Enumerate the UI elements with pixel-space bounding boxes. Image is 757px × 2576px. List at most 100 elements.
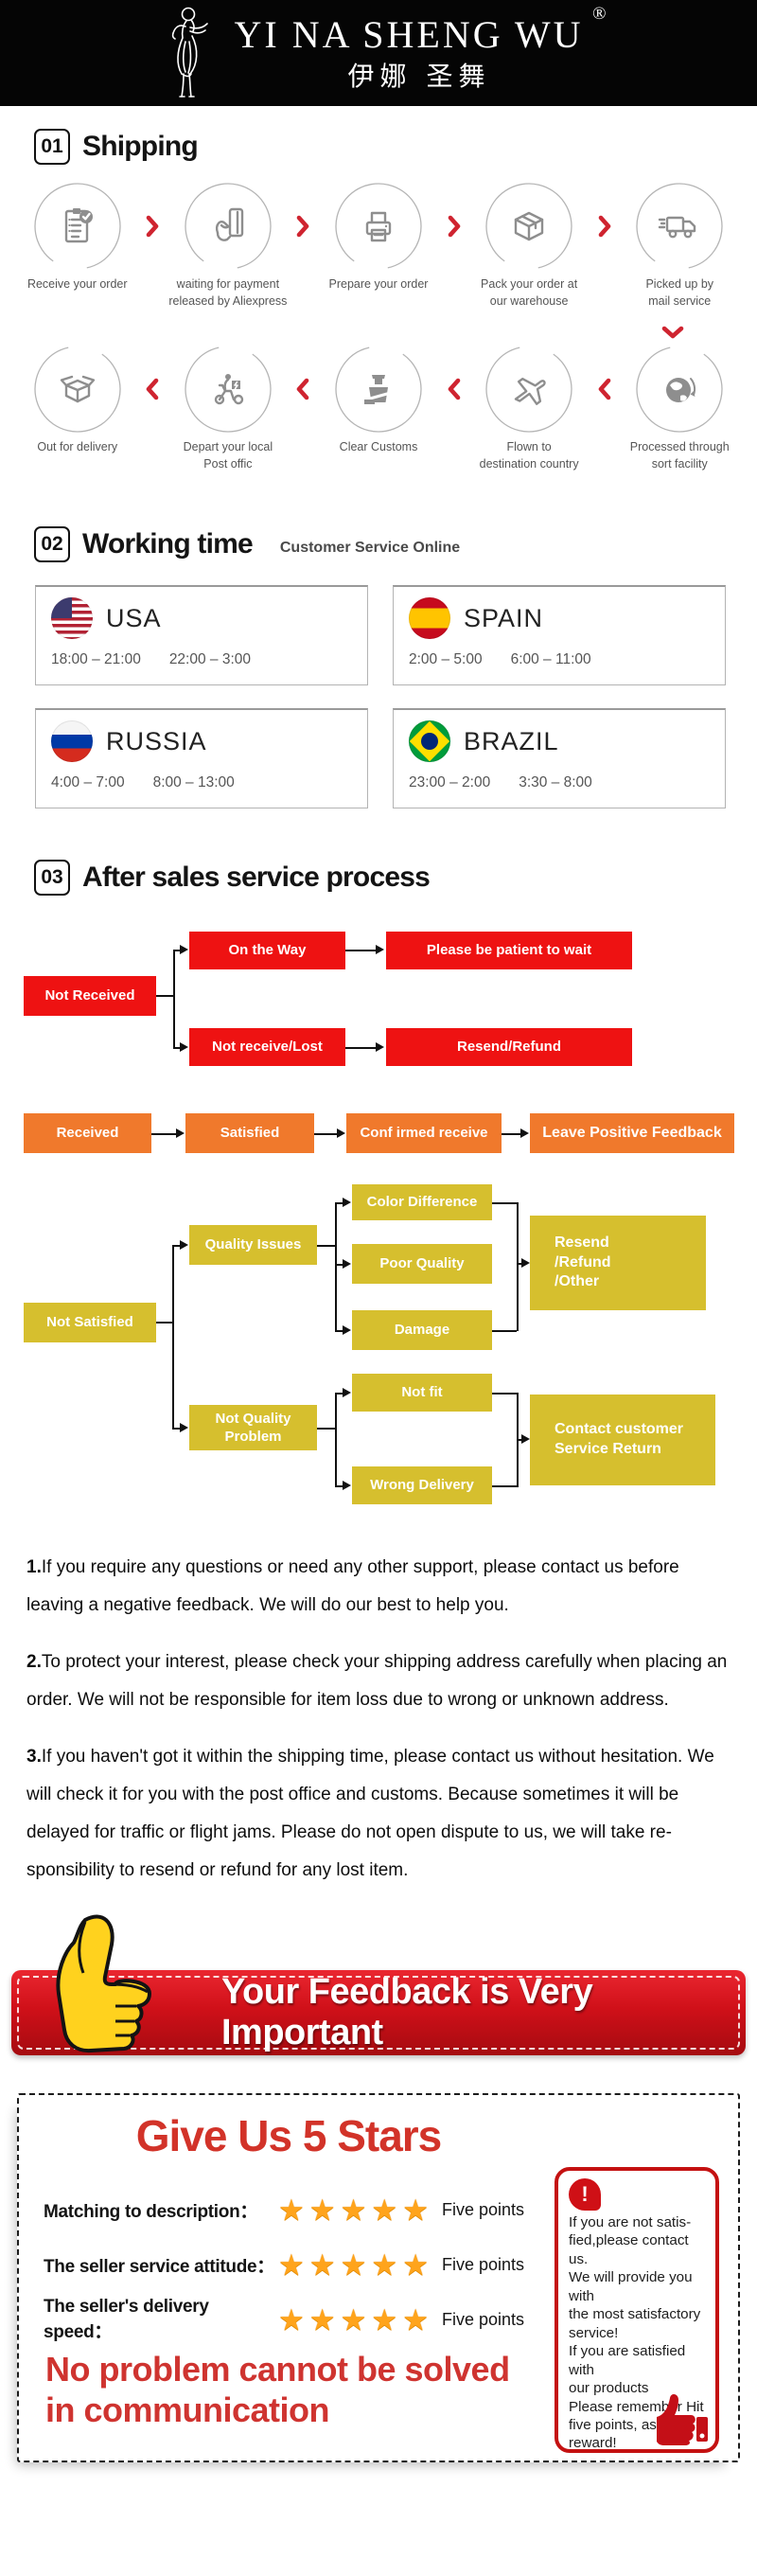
connector-line xyxy=(335,1202,337,1331)
connector-line xyxy=(173,1047,181,1049)
airplane-icon xyxy=(484,345,573,434)
order-checklist-icon xyxy=(33,182,122,271)
payment-card-icon xyxy=(184,182,273,271)
arrowhead xyxy=(343,1388,356,1397)
chevron-right-icon xyxy=(143,182,162,271)
flow-box-damage: Damage xyxy=(352,1310,492,1350)
banner-dashed-border xyxy=(17,1976,740,2050)
star-icon: ★ xyxy=(402,2193,429,2227)
package-box-icon xyxy=(484,182,573,271)
note-paragraph: 1.If you require any questions or need a… xyxy=(26,1557,679,1615)
rating-label: The seller service attitude： xyxy=(44,2256,274,2277)
feedback-banner: Your Feedback is Very Important xyxy=(0,1909,757,2074)
time-range: 2:00 – 5:00 xyxy=(409,651,483,667)
flow-box-not-quality-problem: Not Quality Problem xyxy=(189,1405,317,1450)
shipping-step: Prepare your order xyxy=(314,182,442,311)
time-range: 3:30 – 8:00 xyxy=(519,774,592,791)
shipping-section-heading: 01 Shipping xyxy=(0,125,757,169)
flow-box-received: Received xyxy=(24,1113,151,1153)
connector-line xyxy=(317,1245,335,1247)
flow-box-resend-refund: Resend/Refund xyxy=(386,1028,632,1066)
connector-line xyxy=(345,950,377,951)
connector-line xyxy=(335,1485,343,1487)
arrowhead xyxy=(180,1240,193,1250)
registered-mark: ® xyxy=(592,4,607,24)
flow-box-satisfied: Satisfied xyxy=(185,1113,314,1153)
country-name: RUSSIA xyxy=(106,726,207,755)
connector-line xyxy=(151,1133,177,1135)
star-icon: ★ xyxy=(278,2247,305,2282)
shipping-step: Out for delivery xyxy=(13,345,141,473)
star-icon: ★ xyxy=(371,2193,398,2227)
brand-name: YI NA SHENG WU® xyxy=(234,4,607,56)
connector-line xyxy=(492,1330,517,1332)
connector-line xyxy=(492,1202,517,1204)
working-time-section-heading: 02 Working time Customer Service Online xyxy=(0,523,757,566)
flow-box-contact-customer-service: Contact customer Service Return xyxy=(530,1395,715,1485)
time-range: 23:00 – 2:00 xyxy=(409,774,491,791)
note-paragraph: 2.To protect your interest, please check… xyxy=(26,1652,728,1710)
brazil-flag-icon xyxy=(409,720,450,762)
rating-points: Five points xyxy=(441,2254,525,2274)
chevron-right-icon xyxy=(595,182,614,271)
shipping-step: Receive your order xyxy=(13,182,141,311)
after-sales-section-heading: 03 After sales service process xyxy=(0,856,757,899)
five-stars-box: Give Us 5 Stars Matching to description：… xyxy=(17,2093,740,2462)
star-icon: ★ xyxy=(371,2247,398,2282)
flow-box-on-the-way: On the Way xyxy=(189,932,345,969)
rating-points: Five points xyxy=(441,2199,525,2219)
arrowhead xyxy=(376,1042,389,1052)
arrowhead xyxy=(376,945,389,954)
connector-line xyxy=(335,1330,343,1332)
chevron-right-icon xyxy=(294,182,313,271)
five-stars-icons: ★★★★★ xyxy=(278,2195,429,2225)
section-number-badge: 01 xyxy=(34,129,70,165)
star-icon: ★ xyxy=(340,2193,367,2227)
chevron-left-icon xyxy=(144,345,163,434)
five-stars-icons: ★★★★★ xyxy=(278,2250,429,2280)
globe-icon xyxy=(635,345,724,434)
connector-line xyxy=(335,1202,343,1204)
chevron-left-icon xyxy=(294,345,313,434)
connector-line xyxy=(317,1428,335,1430)
time-range: 6:00 – 11:00 xyxy=(510,651,591,667)
connector-line xyxy=(492,1485,517,1487)
star-icon: ★ xyxy=(340,2302,367,2336)
flow-box-confirmed-receive: Conf irmed receive xyxy=(346,1113,502,1153)
time-range: 4:00 – 7:00 xyxy=(51,774,125,791)
rating-row-description: Matching to description： ★★★★★ Five poin… xyxy=(44,2182,524,2237)
brand-header: YI NA SHENG WU® 伊娜 圣舞 xyxy=(0,0,757,106)
time-range: 18:00 – 21:00 xyxy=(51,651,141,667)
connector-line xyxy=(517,1263,523,1265)
five-stars-title: Give Us 5 Stars xyxy=(135,2111,443,2160)
shipping-step: Clear Customs xyxy=(314,345,442,473)
star-icon: ★ xyxy=(402,2302,429,2336)
connector-line xyxy=(172,1245,174,1429)
country-name: SPAIN xyxy=(464,603,544,632)
chevron-right-icon xyxy=(445,182,464,271)
note-number: 2. xyxy=(26,1652,42,1672)
shipping-step-label: Receive your order xyxy=(26,277,128,291)
arrowhead xyxy=(343,1259,356,1269)
connector-line xyxy=(345,1047,377,1049)
rating-label: The seller's delivery speed： xyxy=(44,2296,209,2342)
arrowhead xyxy=(180,1042,193,1052)
customs-officer-icon xyxy=(334,345,423,434)
rating-label: Matching to description： xyxy=(44,2201,258,2222)
shipping-step-label: waiting for payment released by Aliexpre… xyxy=(168,277,288,308)
russia-flag-icon xyxy=(51,720,93,762)
time-range: 22:00 – 3:00 xyxy=(168,651,252,667)
arrowhead xyxy=(337,1128,350,1138)
connector-line xyxy=(156,995,173,997)
spain-flag-icon xyxy=(409,597,450,639)
shipping-step-label: Clear Customs xyxy=(339,440,418,453)
arrowhead xyxy=(176,1128,189,1138)
connector-line xyxy=(517,1439,523,1441)
chevron-left-icon xyxy=(445,345,464,434)
shipping-step-label: Picked up by mail service xyxy=(645,277,714,308)
section-title: Working time xyxy=(82,528,254,560)
